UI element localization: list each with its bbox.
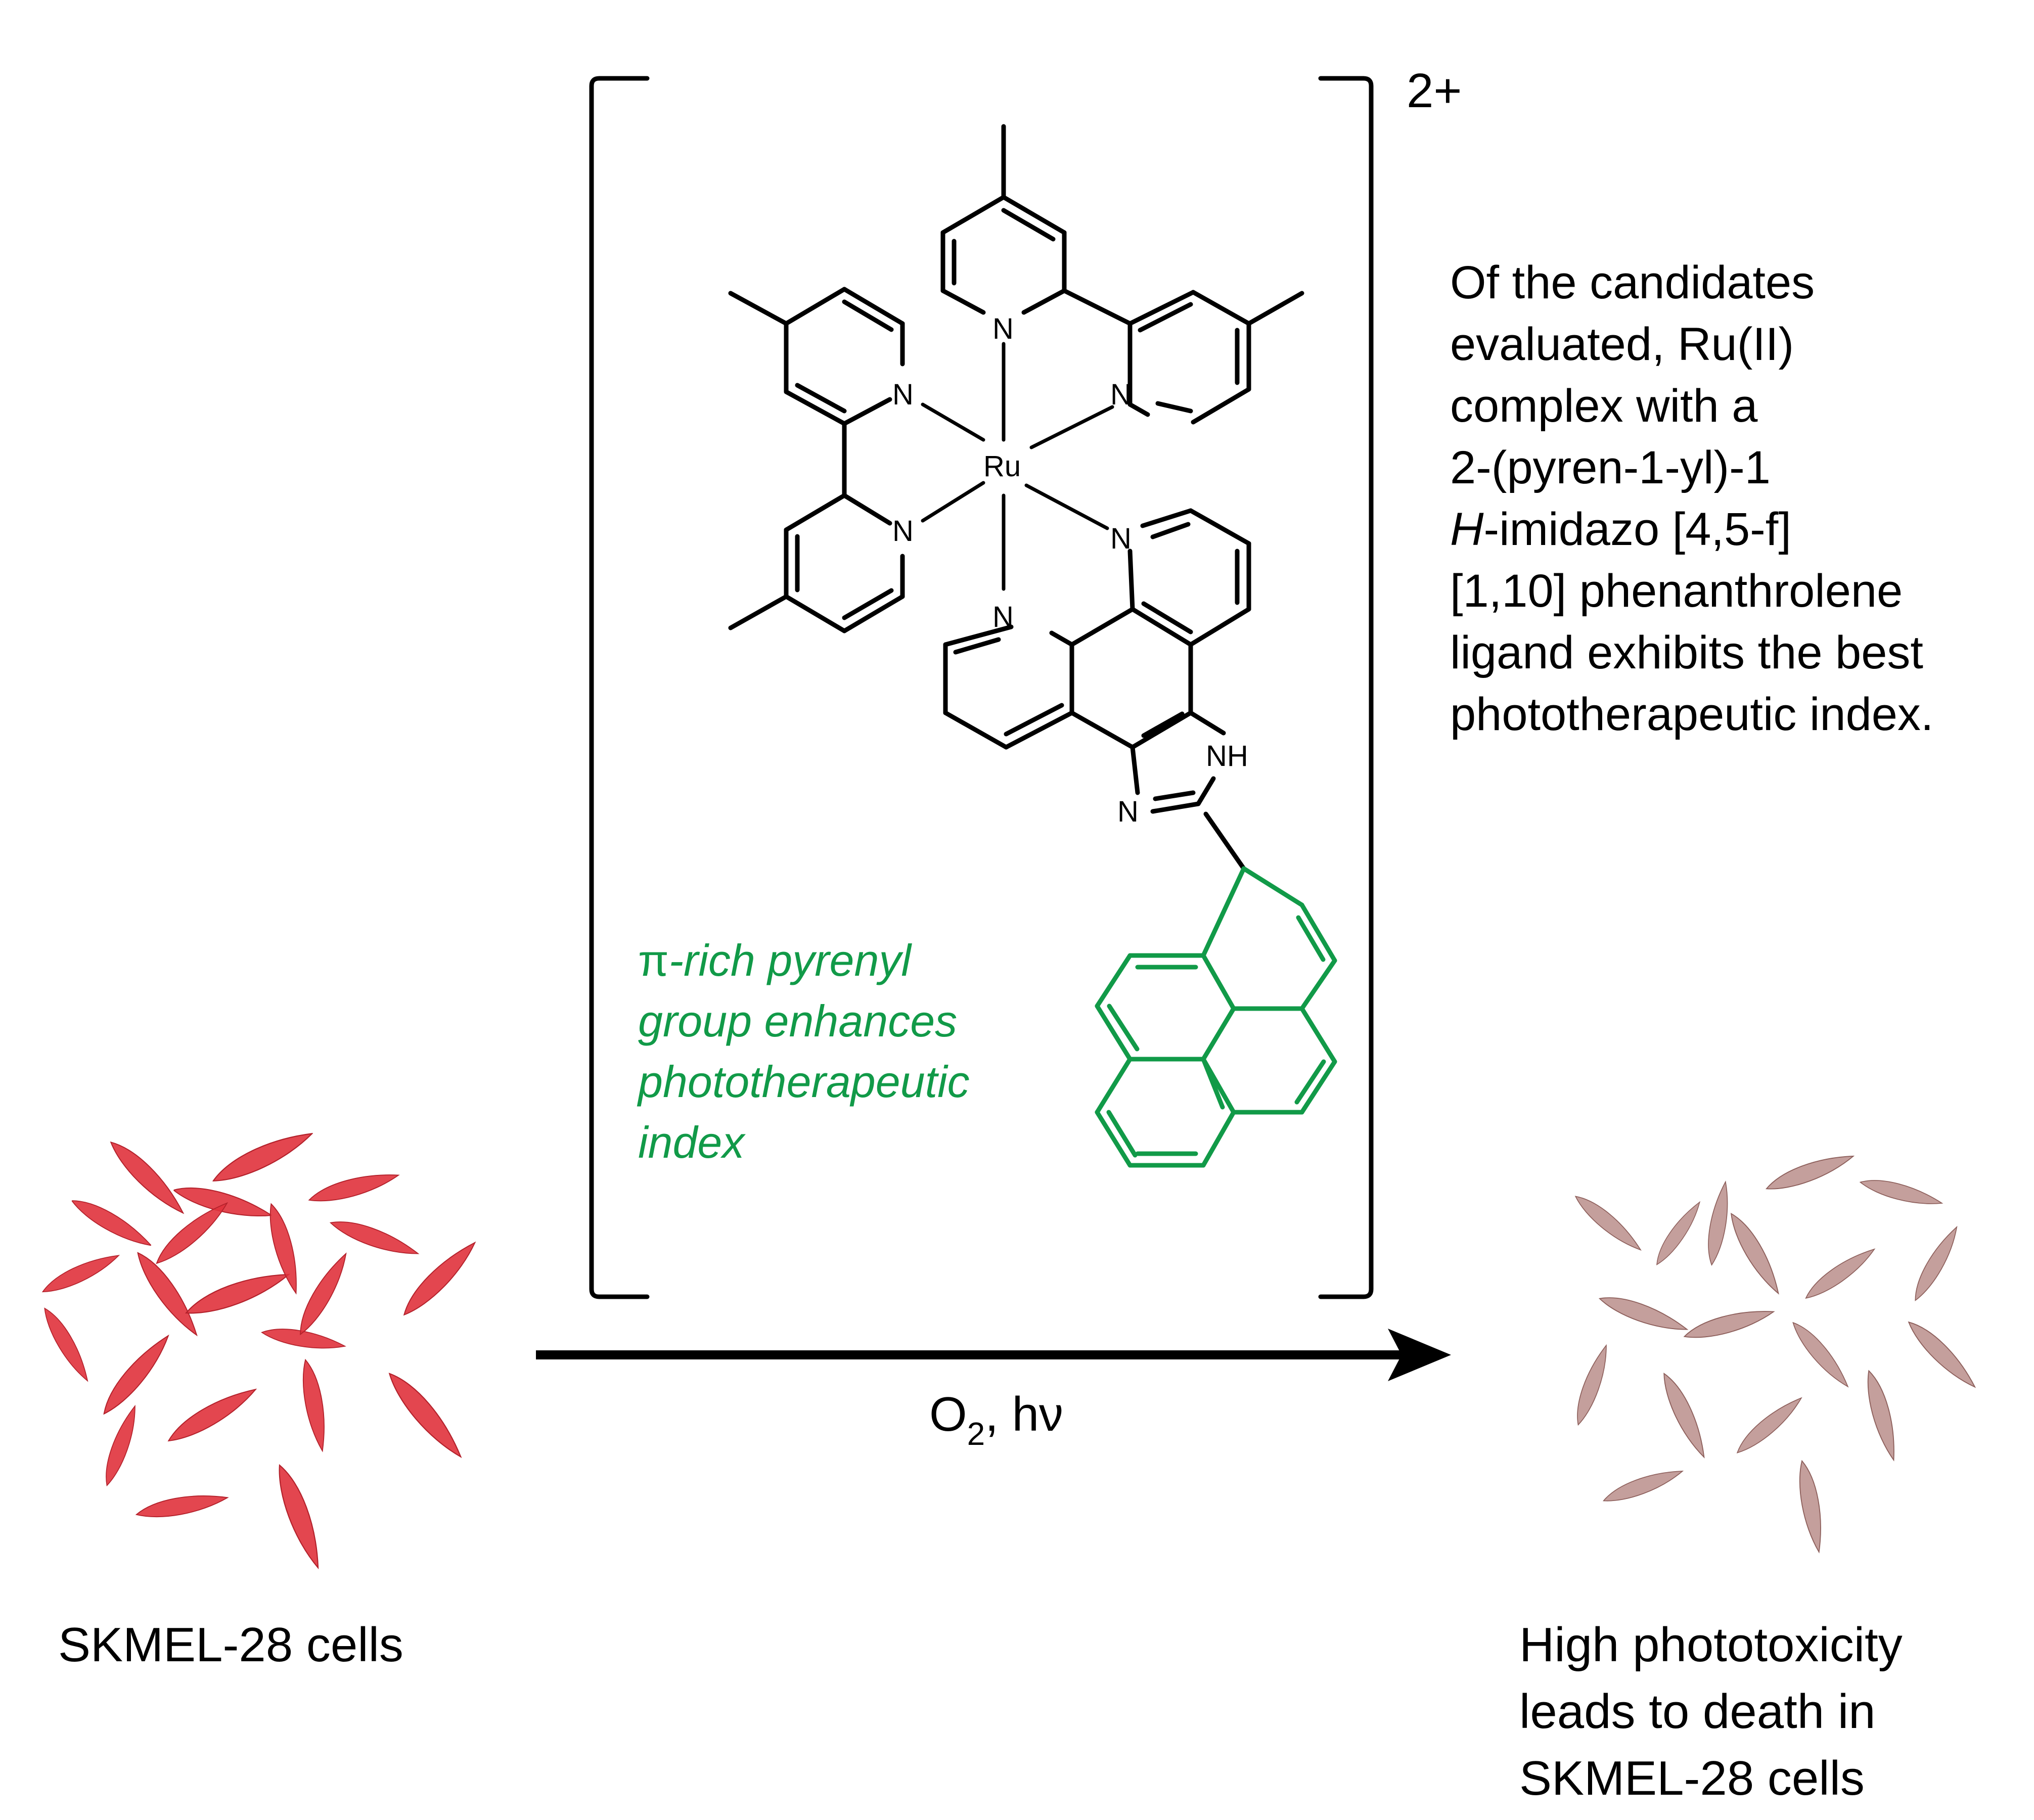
dead-cell bbox=[1762, 1148, 1857, 1197]
live-cells-cluster bbox=[38, 1124, 482, 1572]
charge-label: 2+ bbox=[1407, 64, 1462, 118]
dead-cell bbox=[1724, 1208, 1786, 1298]
right-bracket bbox=[1318, 76, 1374, 1299]
live-cell bbox=[104, 1134, 190, 1220]
dead-cell bbox=[1908, 1222, 1964, 1304]
complex-brackets bbox=[589, 76, 1374, 1299]
left-bipyridine bbox=[728, 287, 905, 633]
live-cell bbox=[38, 1248, 123, 1299]
dead-cell bbox=[1596, 1289, 1691, 1338]
live-cell bbox=[327, 1213, 422, 1262]
ruthenium-complex-structure: Ru N N N N N N NH N bbox=[728, 124, 1337, 1168]
description-line-7: ligand exhibits the best bbox=[1450, 627, 1923, 678]
dead-cell bbox=[1800, 1242, 1880, 1304]
nh-atom: NH bbox=[1206, 740, 1248, 772]
annotation-pi: π bbox=[638, 935, 669, 985]
live-cell bbox=[171, 1180, 275, 1225]
annotation-line-3: phototherapeutic bbox=[637, 1057, 970, 1107]
live-cell bbox=[382, 1366, 469, 1464]
description-text: Of the candidates evaluated, Ru(II) comp… bbox=[1450, 257, 1933, 740]
annotation-line-2: group enhances bbox=[638, 996, 957, 1046]
n-atom-3: N bbox=[892, 378, 914, 411]
dead-cell bbox=[1656, 1369, 1712, 1462]
dead-cell bbox=[1787, 1316, 1855, 1392]
n-atom-5: N bbox=[1110, 522, 1132, 555]
n-atom-2: N bbox=[1110, 378, 1132, 411]
imidazo-phenanthroline bbox=[943, 508, 1251, 871]
description-line-3: complex with a bbox=[1450, 380, 1758, 432]
svg-text:O2, hν: O2, hν bbox=[929, 1387, 1063, 1452]
oxygen-o: O bbox=[929, 1387, 967, 1441]
ru-atom: Ru bbox=[983, 450, 1021, 483]
atom-labels: Ru N N N N N N NH N bbox=[892, 312, 1248, 828]
pyrenyl-annotation: π-rich pyrenyl group enhances photothera… bbox=[637, 935, 970, 1167]
description-line-5-rest: -imidazo [4,5-f] bbox=[1483, 504, 1791, 555]
n-atom-4: N bbox=[892, 515, 914, 548]
live-cell bbox=[182, 1264, 293, 1322]
live-cell bbox=[134, 1489, 230, 1523]
live-cell bbox=[208, 1124, 317, 1190]
live-cell bbox=[150, 1196, 234, 1270]
right-label-line-1: High phototoxicity bbox=[1519, 1618, 1903, 1672]
description-line-8: phototherapeutic index. bbox=[1450, 689, 1933, 740]
left-bracket bbox=[589, 76, 650, 1299]
dead-cell bbox=[1600, 1464, 1686, 1508]
dead-cell bbox=[1650, 1198, 1706, 1269]
live-cell bbox=[130, 1246, 205, 1341]
dead-cell bbox=[1570, 1189, 1646, 1256]
live-cell bbox=[292, 1249, 354, 1339]
right-label-line-3: SKMEL-28 cells bbox=[1519, 1751, 1865, 1805]
description-line-5: H-imidazo [4,5-f] bbox=[1450, 504, 1791, 555]
dead-cell bbox=[1861, 1368, 1903, 1463]
coordination-bonds bbox=[921, 342, 1114, 591]
left-cells-label: SKMEL-28 cells bbox=[58, 1618, 403, 1672]
live-cell bbox=[297, 1357, 331, 1453]
dead-cell bbox=[1858, 1173, 1945, 1211]
live-cell bbox=[306, 1166, 401, 1208]
reaction-conditions: O2, hν bbox=[929, 1387, 1063, 1452]
live-cell bbox=[99, 1403, 143, 1488]
live-cell bbox=[38, 1303, 95, 1385]
dead-cell bbox=[1681, 1303, 1777, 1345]
live-cell bbox=[163, 1381, 261, 1449]
arrow-head bbox=[1388, 1329, 1451, 1381]
description-line-6: [1,10] phenanthrolene bbox=[1450, 565, 1903, 617]
light-symbol: , hν bbox=[985, 1387, 1063, 1441]
live-cell bbox=[67, 1192, 156, 1253]
annotation-line-1-rest: -rich pyrenyl bbox=[669, 935, 913, 985]
description-italic-h: H bbox=[1450, 504, 1484, 555]
n-atom-1: N bbox=[992, 312, 1014, 345]
n-atom-6: N bbox=[992, 601, 1014, 633]
right-label-line-2: leads to death in bbox=[1519, 1685, 1876, 1739]
oxygen-subscript: 2 bbox=[967, 1416, 985, 1452]
dead-cells-cluster bbox=[1570, 1148, 1981, 1554]
live-cell bbox=[96, 1329, 176, 1420]
right-cells-label: High phototoxicity leads to death in SKM… bbox=[1519, 1618, 1903, 1805]
dead-cell bbox=[1794, 1459, 1828, 1554]
annotation-line-1: π-rich pyrenyl bbox=[638, 935, 912, 985]
reaction-arrow bbox=[536, 1329, 1451, 1381]
dead-cell bbox=[1703, 1180, 1734, 1267]
description-line-4: 2-(pyren-1-yl)-1 bbox=[1450, 442, 1771, 493]
description-line-2: evaluated, Ru(II) bbox=[1450, 318, 1794, 370]
top-bipyridine bbox=[940, 124, 1304, 425]
n-atom-7: N bbox=[1117, 795, 1139, 828]
dead-cell bbox=[1903, 1315, 1981, 1394]
annotation-line-4: index bbox=[638, 1117, 746, 1167]
dead-cell bbox=[1570, 1342, 1614, 1428]
pyrenyl-group bbox=[1095, 866, 1337, 1168]
description-line-1: Of the candidates bbox=[1450, 257, 1815, 308]
live-cell bbox=[270, 1461, 328, 1572]
dead-cell bbox=[1731, 1391, 1807, 1459]
